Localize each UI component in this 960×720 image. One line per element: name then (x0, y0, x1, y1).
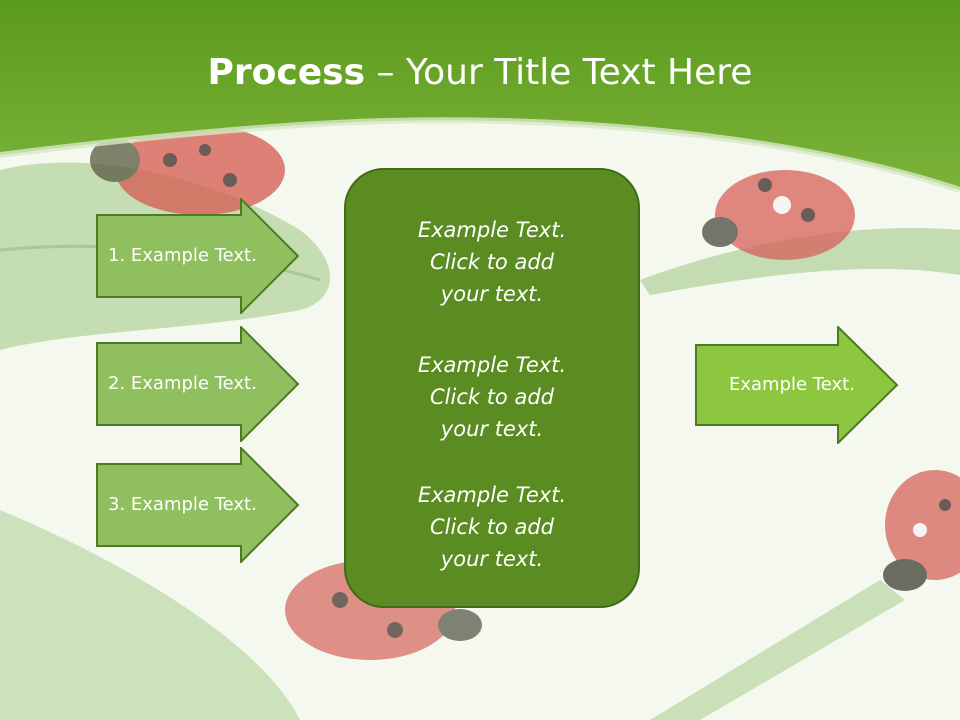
text-line: your text. (440, 417, 544, 441)
ladybug-image (702, 170, 855, 260)
title-rest: – Your Title Text Here (365, 52, 753, 93)
text-line: Example Text. (417, 353, 567, 377)
arrow-right-shape (96, 445, 300, 565)
leaf-image (650, 580, 905, 720)
ladybug-image (883, 470, 960, 591)
text-line: Click to add (429, 250, 554, 274)
leaf-image (0, 510, 300, 720)
arrow-right-shape (96, 196, 300, 316)
result-arrow[interactable]: Example Text. (695, 324, 899, 449)
slide-title[interactable]: Process – Your Title Text Here (0, 52, 960, 93)
arrow-label: 2. Example Text. (108, 373, 257, 394)
leaf-image (640, 228, 960, 295)
arrow-label: Example Text. (729, 374, 855, 395)
ladybug-image (90, 125, 285, 215)
center-text-block-1: Example Text. Click to add your text. (346, 214, 638, 310)
arrow-label: 1. Example Text. (108, 245, 257, 266)
center-content-box[interactable]: Example Text. Click to add your text. Ex… (344, 168, 640, 608)
process-arrow-2[interactable]: 2. Example Text. (96, 324, 300, 447)
arrow-right-shape (695, 324, 899, 446)
text-line: Example Text. (417, 483, 567, 507)
text-line: Click to add (429, 515, 554, 539)
center-text-block-2: Example Text. Click to add your text. (346, 349, 638, 445)
header-band (0, 0, 960, 190)
title-bold: Process (207, 52, 366, 93)
text-line: your text. (440, 282, 544, 306)
text-line: your text. (440, 547, 544, 571)
process-arrow-3[interactable]: 3. Example Text. (96, 445, 300, 568)
process-arrow-1[interactable]: 1. Example Text. (96, 196, 300, 319)
text-line: Click to add (429, 385, 554, 409)
arrow-label: 3. Example Text. (108, 494, 257, 515)
center-text-block-3: Example Text. Click to add your text. (346, 479, 638, 575)
text-line: Example Text. (417, 218, 567, 242)
arrow-right-shape (96, 324, 300, 444)
